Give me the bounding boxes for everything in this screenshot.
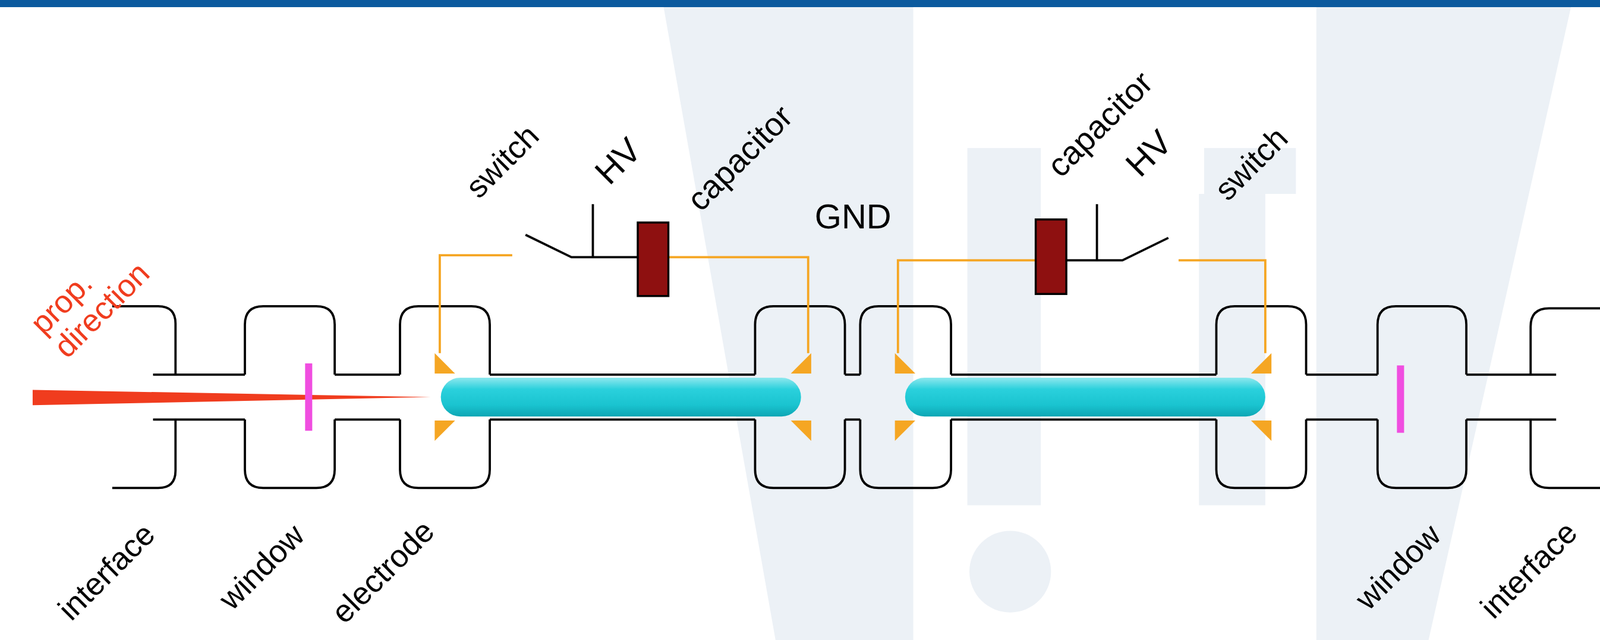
part-label: switch bbox=[459, 118, 545, 204]
vacuum-chamber bbox=[112, 306, 1600, 488]
direction-label: prop. direction bbox=[24, 232, 156, 364]
signal-label: GND bbox=[814, 198, 892, 235]
capacitor-symbol bbox=[1035, 219, 1067, 294]
top-bar bbox=[0, 0, 1600, 8]
signal-label: HV bbox=[1119, 123, 1179, 183]
capillary-tube bbox=[441, 377, 802, 417]
watermark-logo bbox=[663, 5, 1572, 640]
laser-beam bbox=[32, 389, 431, 406]
part-label: interface bbox=[51, 517, 161, 626]
window-plate bbox=[304, 363, 313, 431]
window-plate bbox=[1396, 364, 1404, 433]
capacitor-symbol bbox=[637, 222, 669, 296]
part-label: window bbox=[212, 517, 310, 616]
part-label: electrode bbox=[325, 514, 441, 630]
capillary-tube bbox=[905, 377, 1266, 417]
electrode-tips bbox=[434, 353, 1272, 442]
signal-label: HV bbox=[588, 131, 648, 191]
part-label: interface bbox=[1473, 514, 1583, 624]
